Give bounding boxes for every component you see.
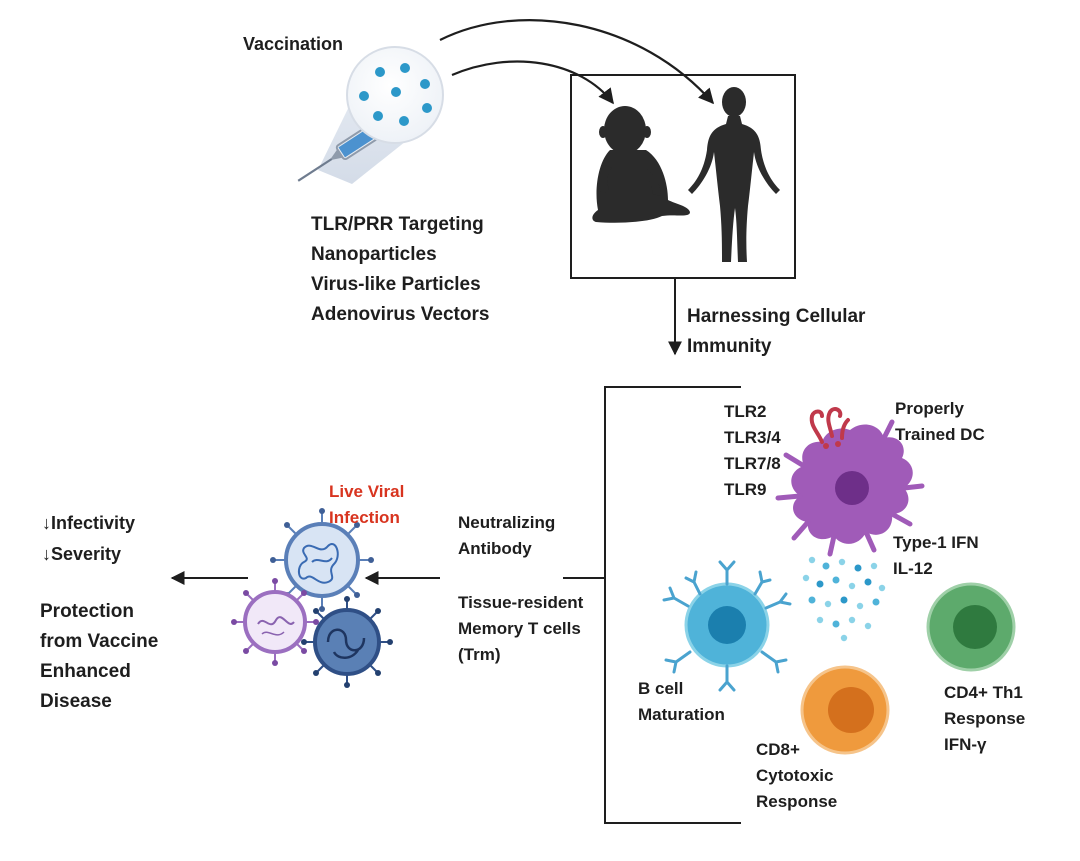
neutralizing-line: Neutralizing: [458, 513, 556, 532]
protection-line: from Vaccine: [40, 631, 159, 652]
vaccine-platforms: TLR/PRR Targeting Nanoparticles Virus-li…: [311, 210, 489, 330]
harnessing-line: Immunity: [687, 336, 772, 357]
tlr-receptor-icon: [809, 407, 850, 449]
tlr-item: TLR2: [724, 402, 767, 421]
neutralizing-line: Antibody: [458, 539, 532, 558]
arrow-to-adult: [439, 19, 715, 105]
trm-line: Tissue-resident: [458, 593, 584, 612]
b-cell-label: B cell Maturation: [638, 676, 725, 728]
cd8-line: Cytotoxic: [756, 766, 834, 785]
cd8-label: CD8+ Cytotoxic Response: [756, 737, 837, 815]
cd8-line: Response: [756, 792, 838, 811]
protection-label: Protection from Vaccine Enhanced Disease: [40, 597, 158, 717]
outcome-list: ↓Infectivity ↓Severity: [42, 508, 135, 570]
outcome-item: ↓Severity: [42, 544, 122, 564]
trm-label: Tissue-resident Memory T cells (Trm): [458, 590, 583, 668]
tlr-item: TLR9: [724, 480, 767, 499]
cd4-line: Response: [944, 709, 1026, 728]
arrow-to-infant: [451, 60, 614, 105]
infection-line: Live Viral: [329, 482, 405, 501]
platform-item: Nanoparticles: [311, 244, 437, 265]
platform-item: Adenovirus Vectors: [311, 304, 490, 325]
dc-label-line: Trained DC: [895, 425, 985, 444]
cd4-line: IFN-γ: [944, 735, 987, 754]
cytokine-line: Type-1 IFN: [893, 533, 979, 552]
tlr-list: TLR2 TLR3/4 TLR7/8 TLR9: [724, 399, 781, 503]
b-cell-icon: [662, 560, 792, 692]
cd4-label: CD4+ Th1 Response IFN-γ: [944, 680, 1025, 758]
outcome-item: ↓Infectivity: [42, 513, 136, 533]
dc-label: Properly Trained DC: [895, 396, 985, 448]
cytokine-line: IL-12: [893, 559, 933, 578]
cd8-cell-icon: [800, 665, 890, 755]
tlr-item: TLR3/4: [724, 428, 781, 447]
harnessing-line: Harnessing Cellular: [687, 306, 866, 327]
vaccination-title: Vaccination: [243, 34, 344, 54]
infant-silhouette-icon: [592, 106, 690, 223]
b-cell-line: Maturation: [638, 705, 725, 724]
cytokine-label: Type-1 IFN IL-12: [893, 530, 979, 582]
virus-icon: [270, 508, 374, 612]
immune-response-bracket: [604, 386, 741, 824]
cd4-line: CD4+ Th1: [944, 683, 1023, 702]
neutralizing-label: Neutralizing Antibody: [458, 510, 555, 562]
adult-silhouette-icon: [688, 87, 780, 262]
infection-label: Live Viral Infection: [329, 479, 404, 531]
tlr-item: TLR7/8: [724, 454, 781, 473]
virus-dark-icon: [301, 596, 393, 688]
protection-line: Disease: [40, 691, 112, 712]
platform-item: Virus-like Particles: [311, 274, 481, 295]
population-box: [570, 74, 796, 279]
harnessing-label: Harnessing Cellular Immunity: [687, 302, 865, 362]
b-cell-line: B cell: [638, 679, 684, 698]
nanoparticle-bubble-icon: [346, 46, 444, 144]
cytokine-dots: [802, 556, 886, 642]
dc-label-line: Properly: [895, 399, 964, 418]
virus-purple-icon: [231, 578, 319, 666]
protection-line: Enhanced: [40, 661, 131, 682]
trm-line: Memory T cells: [458, 619, 581, 638]
cd8-line: CD8+: [756, 740, 800, 759]
platform-item: TLR/PRR Targeting: [311, 214, 484, 235]
infection-line: Infection: [329, 508, 400, 527]
trm-line: (Trm): [458, 645, 501, 664]
protection-line: Protection: [40, 601, 134, 622]
cd4-cell-icon: [926, 582, 1016, 672]
dendritic-cell-icon: [775, 419, 925, 557]
